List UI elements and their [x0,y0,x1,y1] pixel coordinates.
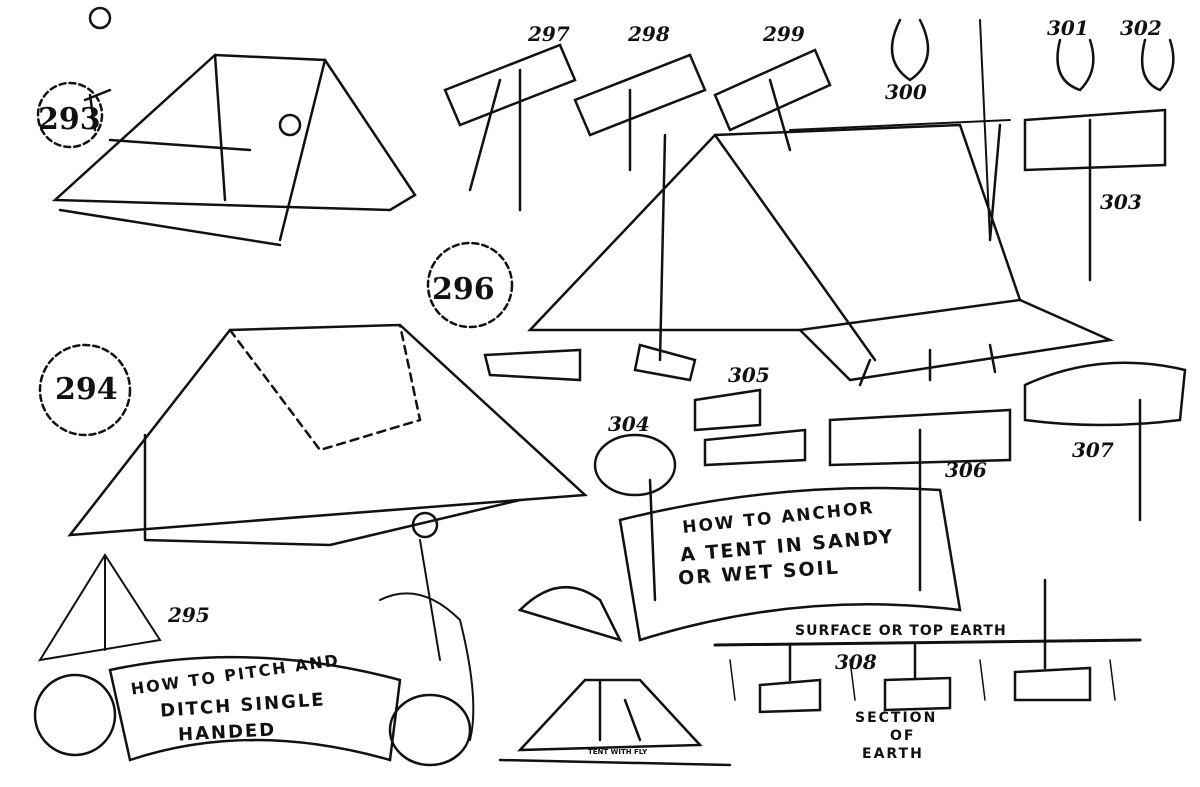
figure-number-303: 303 [1100,190,1142,214]
tent-294-drawing [37,323,588,662]
knot-logs-drawing [443,18,1175,282]
caption-tent-with-fly: TENT WITH FLY [588,748,648,756]
caption-section-line-3: EARTH [862,746,924,762]
caption-section-line-2: OF [890,728,916,744]
figure-number-307: 307 [1072,438,1114,462]
figure-number-300: 300 [885,80,927,104]
figure-number-298: 298 [628,22,670,46]
figure-number-304: 304 [608,412,650,436]
tent-293-drawing [36,53,417,247]
figure-number-294: 294 [55,372,118,407]
figure-number-305: 305 [728,363,770,387]
caption-surface: SURFACE OR TOP EARTH [795,623,1007,639]
figure-number-295: 295 [168,603,210,627]
tent-296-drawing [426,123,1115,387]
figure-number-296: 296 [432,272,495,307]
figure-number-301: 301 [1047,16,1089,40]
ground-and-figures [88,6,475,741]
caption-section-line-1: SECTION [855,710,938,726]
earth-section-drawing [713,578,1142,714]
figure-number-302: 302 [1120,16,1162,40]
banners [33,486,962,767]
figure-number-297: 297 [528,22,570,46]
tent-with-fly-drawing [498,678,732,767]
figure-number-299: 299 [763,22,805,46]
figure-number-293: 293 [38,102,101,137]
figure-number-306: 306 [945,458,987,482]
figure-number-308: 308 [835,650,877,674]
anchor-drawings [483,343,1187,602]
